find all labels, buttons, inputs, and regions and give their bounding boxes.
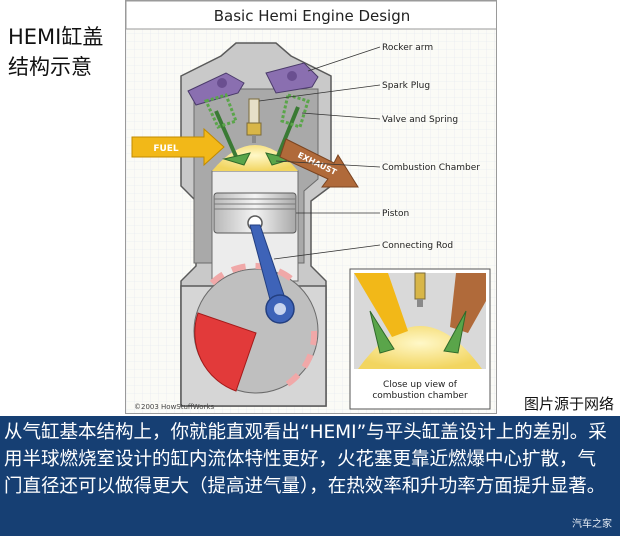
hemi-engine-diagram: Basic Hemi Engine Design — [125, 0, 497, 414]
image-source-note: 图片源于网络 — [523, 395, 614, 413]
label-connecting-rod: Connecting Rod — [382, 241, 453, 251]
figure-title-box — [126, 1, 496, 30]
exhaust-valve — [265, 93, 310, 166]
copyright: ©2003 HowStuffWorks — [134, 403, 214, 411]
caption-text: 从气缸基本结构上，你就能直观看出“HEMI”与平头缸盖设计上的差别。采用半球燃烧… — [4, 422, 607, 497]
side-title: HEMI缸盖结构示意 — [8, 25, 104, 79]
label-rocker-arm: Rocker arm — [382, 43, 433, 53]
rocker-arm-right — [265, 62, 319, 94]
fuel-arrow: FUEL — [131, 127, 225, 167]
label-valve-spring: Valve and Spring — [382, 115, 458, 125]
label-spark-plug: Spark Plug — [382, 81, 430, 91]
inset-closeup — [349, 268, 491, 410]
fuel-label: FUEL — [153, 144, 179, 154]
rocker-arm-left — [187, 72, 245, 106]
connecting-rod — [249, 224, 295, 324]
spark-plug — [246, 98, 262, 143]
callouts: Rocker arm Spark Plug Valve and Spring C… — [258, 43, 480, 260]
crankshaft — [194, 262, 318, 392]
watermark: 汽车之家 — [572, 519, 612, 530]
label-combustion-chamber: Combustion Chamber — [382, 163, 480, 173]
figure-title: Basic Hemi Engine Design — [214, 7, 411, 25]
caption-panel: 从气缸基本结构上，你就能直观看出“HEMI”与平头缸盖设计上的差别。采用半球燃烧… — [0, 416, 620, 536]
label-piston: Piston — [382, 209, 409, 219]
engine-illustration: Basic Hemi Engine Design — [126, 1, 496, 413]
intake-valve — [203, 93, 251, 166]
